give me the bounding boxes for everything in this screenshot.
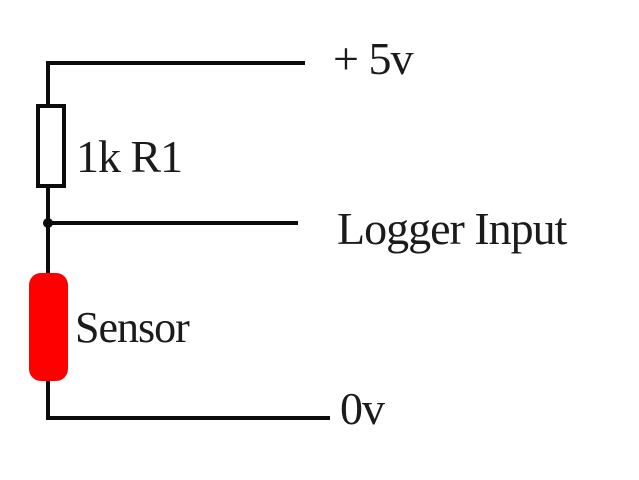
ground-label: 0v bbox=[340, 383, 385, 434]
wire-logger-tap bbox=[48, 221, 298, 225]
logger-input-label: Logger Input bbox=[337, 203, 567, 254]
wire-ground-rail bbox=[46, 416, 330, 420]
wire-resistor-top bbox=[46, 61, 50, 108]
wire-resistor-to-sensor bbox=[46, 186, 50, 277]
sensor-symbol bbox=[29, 273, 68, 381]
wire-5v-rail bbox=[46, 61, 305, 65]
resistor-symbol bbox=[36, 104, 66, 188]
wire-sensor-bottom bbox=[46, 378, 50, 420]
supply-voltage-label: + 5v bbox=[333, 33, 413, 84]
sensor-label: Sensor bbox=[75, 303, 190, 352]
resistor-label: 1k R1 bbox=[76, 131, 183, 182]
junction-dot bbox=[43, 218, 53, 228]
